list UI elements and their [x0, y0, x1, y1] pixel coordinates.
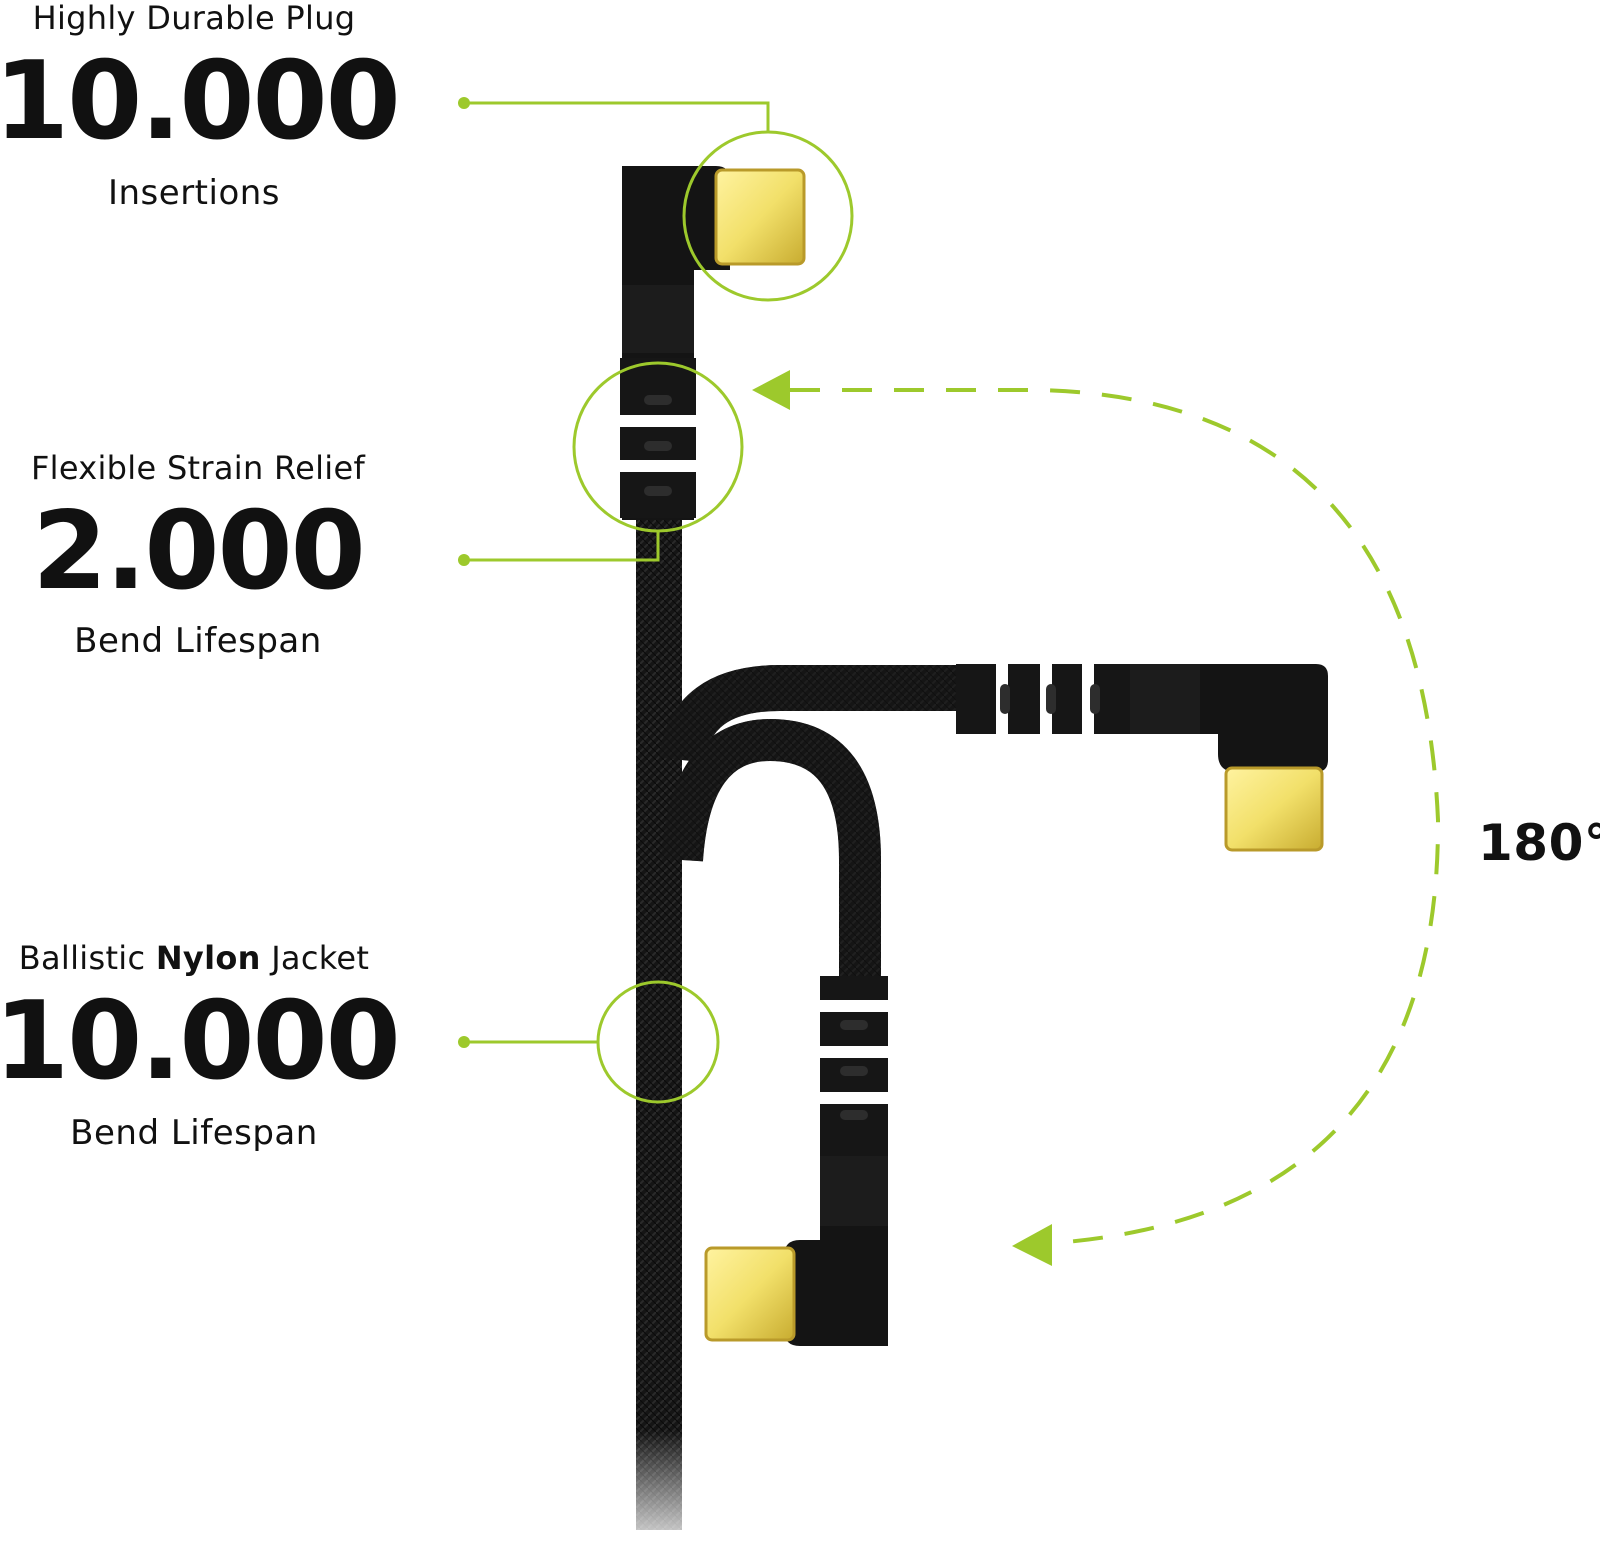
callout-circle-icon: [682, 130, 854, 302]
bent-cable-down: [661, 718, 888, 1346]
feature-jacket-sub: Bend Lifespan: [70, 1113, 318, 1153]
feature-jacket: Ballistic Nylon Jacket 10.000 Bend Lifes…: [0, 942, 401, 1153]
feature-strain-value: 2.000: [32, 489, 366, 614]
top-plug-gold: [714, 168, 806, 266]
feature-plug-label: Highly Durable Plug: [32, 0, 356, 37]
feature-plug-sub: Insertions: [107, 173, 281, 213]
callout-strain: [458, 361, 744, 566]
feature-strain-label: Flexible Strain Relief: [30, 449, 366, 487]
right-plug-gold: [1224, 766, 1324, 852]
callout-plug: [458, 97, 854, 302]
feature-jacket-label-prefix: Ballistic: [18, 939, 156, 977]
feature-strain-sub: Bend Lifespan: [74, 621, 322, 661]
feature-plug-value: 10.000: [0, 39, 401, 164]
callout-jacket: [458, 980, 720, 1104]
rotation-arc: [752, 370, 1441, 1266]
bottom-plug-gold: [704, 1246, 796, 1342]
feature-jacket-label: Ballistic Nylon Jacket: [0, 942, 394, 974]
rotation-angle-label: 180°: [1478, 814, 1600, 872]
arrow-head-icon: [1012, 1224, 1052, 1266]
top-connector-collar: [622, 285, 694, 353]
feature-strain-relief: Flexible Strain Relief 2.000 Bend Lifesp…: [0, 452, 398, 658]
feature-jacket-value: 10.000: [0, 979, 401, 1104]
callout-circle-icon: [596, 980, 720, 1104]
feature-plug: Highly Durable Plug 10.000 Insertions: [0, 0, 401, 213]
main-cable-fade: [630, 1430, 688, 1564]
feature-jacket-label-suffix: Jacket: [260, 939, 370, 977]
main-cable-braid: [636, 520, 682, 1530]
top-connector: [620, 166, 806, 520]
bent-cable-right: [659, 664, 1328, 852]
callout-circle-icon: [572, 361, 744, 533]
feature-jacket-label-bold: Nylon: [155, 939, 261, 977]
top-strain-relief: [620, 358, 696, 518]
arrow-head-icon: [752, 370, 790, 410]
main-cable: [630, 520, 688, 1564]
